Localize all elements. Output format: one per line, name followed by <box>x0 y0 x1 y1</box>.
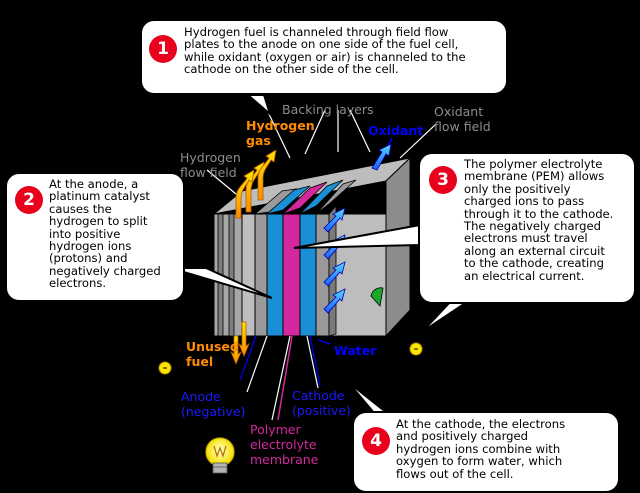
water-outlet-arrows <box>323 207 346 314</box>
label-unused-fuel: Unused fuel <box>186 339 239 369</box>
label-oxidant: Oxidant <box>368 123 424 138</box>
label-polymer-membrane: Polymer electrolyte membrane <box>250 422 319 467</box>
circuit-connector-icon <box>370 287 384 307</box>
light-bulb-icon <box>205 437 235 474</box>
callout-3-text: The polymer electrolyte membrane (PEM) a… <box>464 157 614 283</box>
unused-fuel-arrows <box>230 321 250 366</box>
label-hydrogen-flow-field: Hydrogen flow field <box>180 150 241 180</box>
callout-1: 1 Hydrogen fuel is channeled through fie… <box>140 19 508 95</box>
label-backing-layers: Backing layers <box>282 102 374 117</box>
callout-3: 3 The polymer electrolyte membrane (PEM)… <box>418 152 636 304</box>
label-cathode: Cathode (positive) <box>292 388 351 418</box>
oxidant-inlet-arrow <box>371 143 392 171</box>
step-3-badge: 3 <box>429 166 457 194</box>
step-4-badge: 4 <box>362 427 390 455</box>
callout-2: 2 At the anode, a platinum catalyst caus… <box>5 172 185 302</box>
fuel-cell-diagram <box>158 95 470 474</box>
hydrogen-inlet-arrows <box>235 149 277 219</box>
label-hydrogen-gas: Hydrogen gas <box>246 118 315 148</box>
callout-4: 4 At the cathode, the electrons and posi… <box>352 411 620 493</box>
label-anode: Anode (negative) <box>181 389 246 419</box>
step-1-badge: 1 <box>149 35 177 63</box>
label-oxidant-flow-field: Oxidant flow field <box>434 104 491 134</box>
step-2-badge: 2 <box>15 186 43 214</box>
callout-1-text: Hydrogen fuel is channeled through field… <box>184 25 466 77</box>
callout-4-text: At the cathode, the electrons and positi… <box>396 417 566 481</box>
callout-2-text: At the anode, a platinum catalyst causes… <box>49 177 161 291</box>
label-water: Water <box>334 343 377 358</box>
